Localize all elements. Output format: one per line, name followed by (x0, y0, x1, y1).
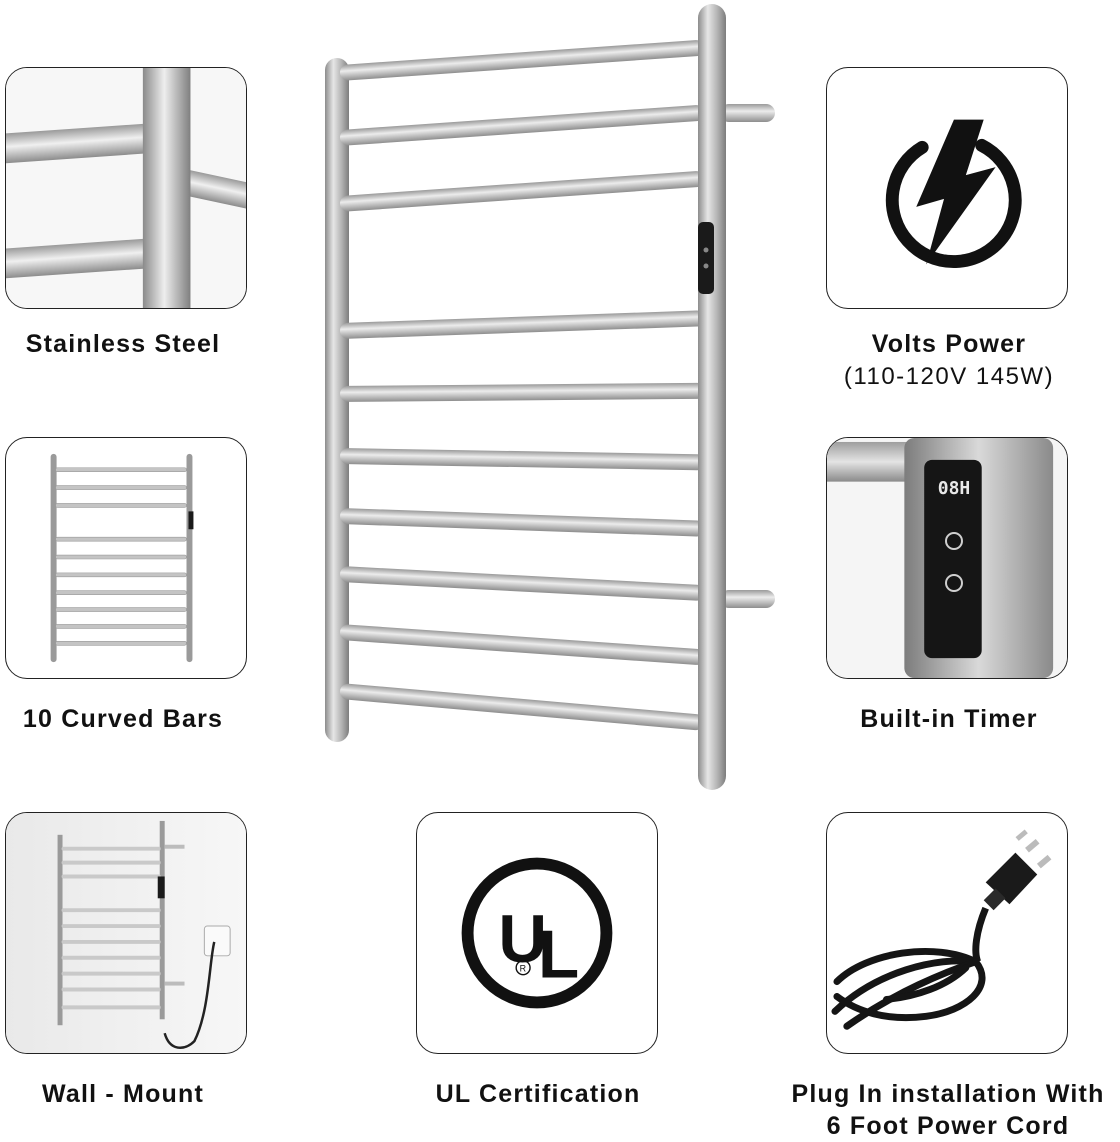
timer-display: 08H (937, 478, 971, 499)
control-panel (698, 222, 714, 294)
svg-text:R: R (520, 964, 527, 974)
timer-panel-closeup (827, 438, 1067, 678)
svg-text:L: L (538, 918, 579, 993)
steel-closeup-image (6, 68, 246, 308)
wall-bracket-bottom (720, 590, 775, 608)
power-cord-card (826, 812, 1068, 1054)
builtin-timer-card: 08H (826, 437, 1068, 679)
power-cord-label-line2: 6 Foot Power Cord (826, 1112, 1070, 1140)
power-cord-label-line1: Plug In installation With (791, 1080, 1105, 1108)
svg-text:U: U (498, 902, 547, 977)
towel-warmer-product-image (325, 4, 775, 790)
wall-mount-card (5, 812, 247, 1054)
builtin-timer-label: Built-in Timer (860, 705, 1038, 733)
ul-logo-icon: U L R (461, 857, 613, 1009)
towel-bars (339, 40, 705, 731)
curved-bars-card (5, 437, 247, 679)
right-post (698, 4, 726, 790)
wall-mount-label: Wall - Mount (41, 1080, 205, 1108)
volts-power-card (826, 67, 1068, 309)
stainless-steel-label: Stainless Steel (25, 330, 221, 358)
curved-bars-label: 10 Curved Bars (22, 705, 224, 733)
wall-mount-scene-image (6, 813, 246, 1053)
ul-certification-card: U L R (416, 812, 658, 1054)
power-button-icon (945, 574, 963, 592)
lightning-bolt-icon (885, 119, 1022, 269)
stainless-steel-card (5, 67, 247, 309)
wall-bracket-top (720, 104, 775, 122)
towel-rack-thumbnail (50, 453, 194, 663)
volts-power-label: Volts Power (871, 330, 1027, 358)
ul-certification-label: UL Certification (435, 1080, 641, 1108)
heat-button-icon (945, 532, 963, 550)
volts-power-sublabel: (110-120V 145W) (843, 363, 1055, 390)
power-cord-plug-image (831, 829, 1052, 1030)
